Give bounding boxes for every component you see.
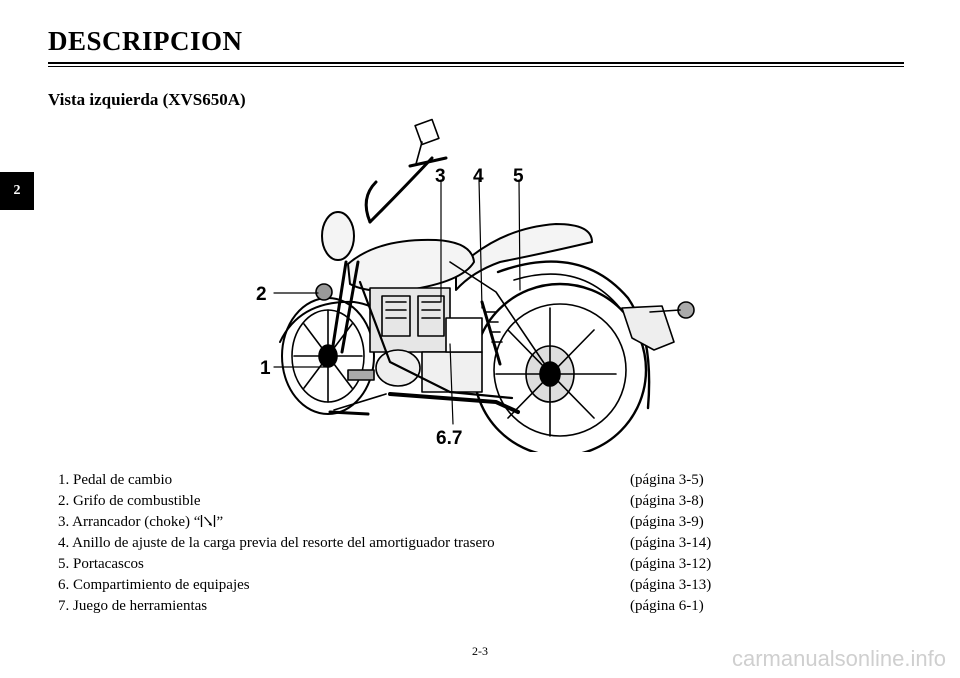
legend-item-page: (página 3-13): [630, 577, 712, 593]
legend-item-label: 7. Juego de herramientas: [58, 598, 208, 614]
choke-icon: [201, 515, 216, 527]
header-rule-thick: [48, 62, 904, 64]
legend-item: 2. Grifo de combustible (página 3-8): [58, 491, 758, 512]
legend-item-label: 3. Arrancador (choke) “: [58, 514, 201, 530]
legend-item-page: (página 3-14): [630, 535, 712, 551]
watermark: carmanualsonline.info: [731, 646, 946, 671]
subtitle: Vista izquierda (XVS650A): [48, 90, 246, 109]
legend-item: 3. Arrancador (choke) “ ” (página 3-9): [58, 512, 758, 533]
header-title: DESCRIPCION: [48, 26, 243, 56]
legend-item-label-suffix: ”: [216, 514, 224, 530]
legend-item-label: 5. Portacascos: [58, 556, 144, 572]
legend-item-page: (página 6-1): [630, 598, 704, 614]
callout-5: 5: [513, 166, 524, 187]
legend-item: 4. Anillo de ajuste de la carga previa d…: [58, 533, 758, 554]
legend-item-page: (página 3-5): [630, 472, 704, 488]
legend-item: 5. Portacascos (página 3-12): [58, 554, 758, 575]
section-tab: 2: [0, 172, 34, 210]
callout-4: 4: [473, 166, 484, 187]
legend-item-page: (página 3-12): [630, 556, 712, 572]
front-wheel: [281, 297, 375, 415]
callout-1: 1: [260, 358, 271, 379]
legend-item-label: 4. Anillo de ajuste de la carga previa d…: [58, 535, 495, 551]
legend-item-page: (página 3-8): [630, 493, 704, 509]
callout-leaders: [273, 179, 521, 425]
legend-item-label: 1. Pedal de cambio: [58, 472, 173, 488]
legend-item: 1. Pedal de cambio (página 3-5): [58, 470, 758, 491]
legend-item-page: (página 3-9): [630, 514, 704, 530]
callout-6-7: 6.7: [436, 428, 462, 449]
legend-item-label: 6. Compartimiento de equipajes: [58, 577, 250, 593]
rear-wheel: [472, 282, 648, 452]
page-number: 2-3: [472, 644, 488, 658]
legend-item: 6. Compartimiento de equipajes (página 3…: [58, 575, 758, 596]
header-rule-thin: [48, 66, 904, 67]
legend-list: 1. Pedal de cambio (página 3-5) 2. Grifo…: [58, 470, 758, 617]
legend-item: 7. Juego de herramientas (página 6-1): [58, 596, 758, 617]
callout-2: 2: [256, 284, 267, 305]
callout-3: 3: [435, 166, 446, 187]
legend-item-label: 2. Grifo de combustible: [58, 493, 201, 509]
motorcycle-illustration: 1 2 3 4 5 6.7: [256, 118, 695, 452]
